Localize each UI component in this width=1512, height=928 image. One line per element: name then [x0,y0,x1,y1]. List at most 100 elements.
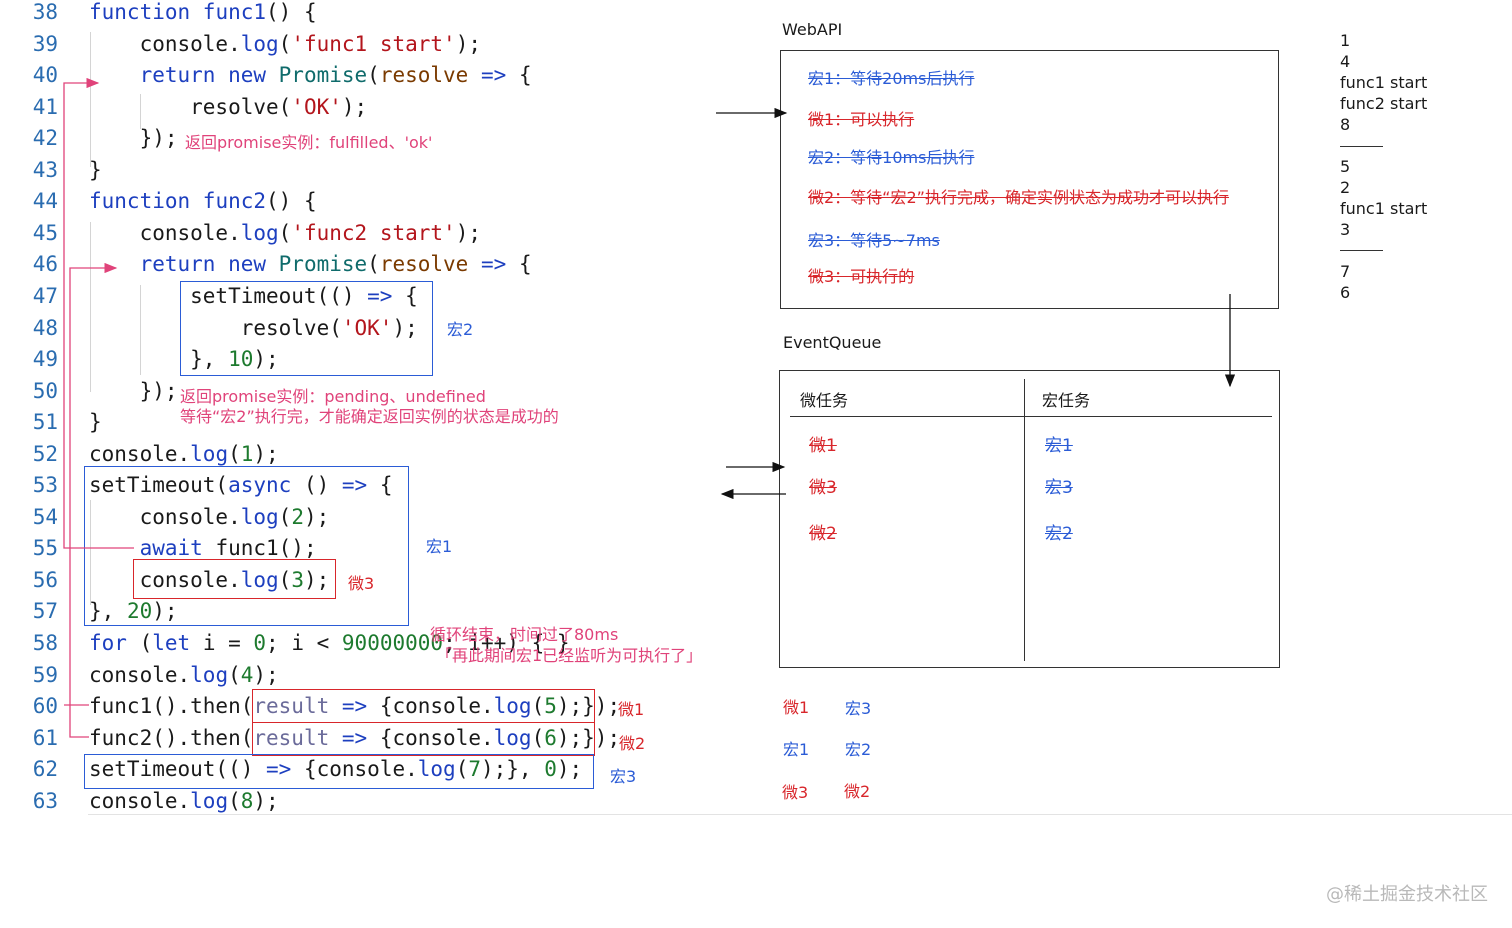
code-token: func1 [202,0,267,24]
macro2-box [180,281,433,376]
webapi-item: 宏1：等待20ms后执行 [808,69,975,88]
code-token: ); [455,220,481,245]
indent-guide [140,285,141,375]
macro1-label: 宏1 [426,537,453,556]
micro-task-item: 微3 [809,478,837,498]
order-item: 微2 [844,782,871,801]
line-number: 57 [32,599,58,624]
order-item: 宏3 [845,699,872,718]
code-token: ( [278,567,292,592]
line-number: 46 [32,252,58,277]
code-token: result [253,725,330,750]
output-separator [1340,250,1383,251]
macro-task-header: 宏任务 [1042,391,1091,410]
code-token: 90000000 [341,631,444,655]
code-token: Promise [278,63,368,88]
code-line: }); [89,126,178,150]
code-token: setTimeout(() [89,757,267,782]
code-line: console.log('func1 start'); [89,32,481,56]
micro1-label: 微1 [618,700,645,719]
order-item: 宏1 [783,740,810,759]
order-item: 宏2 [845,740,872,759]
code-token: ( [228,788,241,813]
line-number: 50 [32,378,58,403]
code-token: 0 [544,757,557,782]
code-token: log [240,567,279,592]
line-number: 43 [32,157,58,182]
code-token: ( [367,63,380,88]
code-line: setTimeout(async () => { [89,473,392,497]
code-token: }, [89,347,229,372]
code-token: () { [266,189,317,214]
line-number: 52 [32,441,58,466]
code-line: console.log(4); [89,663,279,687]
micro3-box [133,559,336,599]
output-separator [1340,146,1383,147]
code-token: console. [89,31,241,56]
code-token: () [291,473,342,498]
webapi-box: 宏1：等待20ms后执行微1：可以执行宏2：等待10ms后执行微2：等待“宏2”… [780,50,1279,309]
code-token: ( [228,441,241,466]
code-token: { [367,473,393,498]
micro2-label: 微2 [619,734,646,753]
indent-guide [90,32,91,167]
editor-bottom-border [88,814,1512,815]
loop-note-2: 「再此期间宏1已经监听为可执行了」 [436,646,703,665]
code-line: function func1() { [89,0,317,24]
code-token: log [240,504,279,529]
code-token: console. [89,220,241,245]
order-item: 微1 [783,698,810,717]
line-number: 60 [32,694,58,719]
output-line: func2 start [1340,94,1428,113]
func2-call-arrow [69,262,118,738]
code-line: setTimeout(() => { [89,284,418,308]
output-line: 3 [1340,220,1351,239]
code-token: ); [303,567,330,592]
code-token: 7 [468,757,481,782]
line-number: 47 [32,283,58,308]
code-token: function [89,0,203,24]
code-token: resolve( [89,94,292,119]
code-token: function [89,189,203,214]
code-line: func1().then(result => {console.log(5);}… [89,694,620,718]
code-token: return new [139,252,279,277]
code-line: setTimeout(() => {console.log(7);}, 0); [89,757,582,781]
indent-guide [140,94,141,129]
line-number: 49 [32,347,58,372]
func2-return-note: 返回promise实例：pending、undefined [180,387,486,406]
macro3-box [84,754,594,789]
micro-task-item: 微1 [809,436,837,456]
code-token: console. [89,567,241,592]
code-token: => [367,283,393,308]
micro3-label: 微3 [348,574,375,593]
line-number: 63 [32,788,58,813]
code-token: }); [89,126,178,151]
order-item: 微3 [782,783,809,802]
output-line: 8 [1340,115,1351,134]
code-token: i = [190,631,254,655]
code-token: ( [278,504,292,529]
code-token: resolve [379,252,469,277]
code-token: log [240,31,279,56]
macro2-label: 宏2 [447,320,474,339]
line-number: 59 [32,662,58,687]
code-line: console.log(3); [89,567,330,592]
code-token: ( [531,694,545,719]
macro3-label: 宏3 [610,767,637,786]
code-token: log [190,662,229,687]
code-line: func2().then(result => {console.log(6);}… [89,726,620,750]
code-token: ); [341,94,368,119]
code-line: console.log(8); [89,789,279,813]
code-token: {console. [367,694,494,719]
code-token: log [190,788,229,813]
code-token: log [493,725,532,750]
line-number: 45 [32,220,58,245]
output-line: 4 [1340,52,1351,71]
watermark: @稀土掘金技术社区 [1326,884,1488,905]
code-line: return new Promise(resolve => { [89,252,532,276]
code-token: ( [278,220,292,245]
code-token: ); [253,788,279,813]
webapi-item: 微2：等待“宏2”执行完成，确定实例状态为成功才可以执行 [808,188,1229,207]
